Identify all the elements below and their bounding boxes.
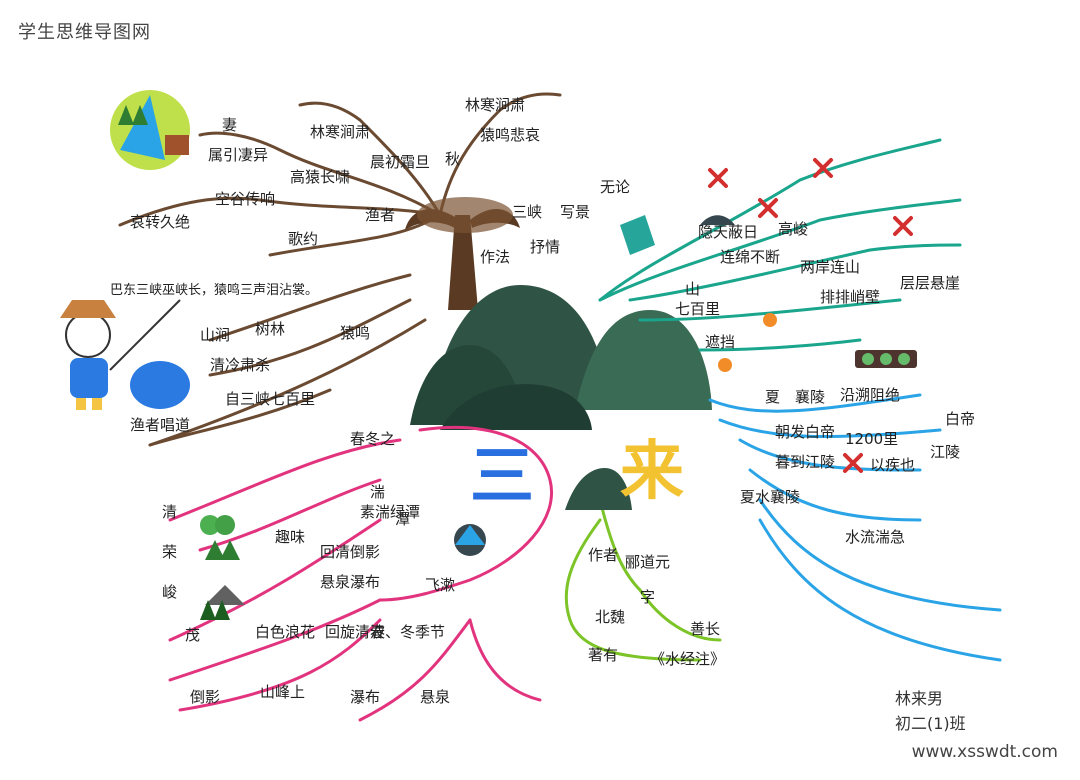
teal-label: 两岸连山 — [800, 258, 861, 276]
teal-label: 隐天蔽日 — [698, 223, 759, 241]
brown-label: 巴东三峡巫峡长，猿鸣三声泪沾裳。 — [110, 283, 319, 298]
green-branch-lines — [564, 498, 722, 662]
sun-icon — [718, 313, 777, 372]
brown-label: 晨初霜旦 — [370, 153, 431, 171]
pink-label: 瀑布 — [350, 688, 381, 706]
pink-label: 倒影 — [190, 688, 221, 706]
cross-mark-icon — [708, 158, 913, 473]
pink-label: 茂 — [185, 626, 201, 644]
blue-label: 暮到江陵 — [775, 453, 836, 471]
brown-label: 秋 — [445, 150, 461, 168]
author-class: 初二(1)班 — [895, 714, 966, 733]
brown-label: 空谷传响 — [215, 190, 276, 208]
pink-label: 山峰上 — [260, 683, 306, 701]
blue-label: 水流湍急 — [845, 528, 906, 546]
brown-label: 妻 — [222, 116, 238, 134]
forest-tile-icon — [855, 350, 917, 368]
teal-label: 三峡 — [512, 203, 543, 221]
brown-label: 猿鸣悲哀 — [480, 126, 541, 144]
author-signature: 林来男 — [895, 689, 944, 708]
pink-label: 悬泉瀑布 — [320, 573, 381, 591]
brown-label: 哀转久绝 — [130, 213, 191, 231]
brown-label: 渔者 — [365, 206, 396, 224]
small-mountain-icon — [565, 468, 632, 510]
fisherman-doodle-icon — [60, 299, 190, 410]
teal-label: 七百里 — [675, 300, 721, 318]
green-label: 著有 — [588, 646, 619, 664]
teal-label: 写景 — [560, 203, 591, 221]
mountain-icon — [410, 285, 712, 430]
green-label: 作者 — [588, 546, 619, 564]
blue-label: 沿溯阻绝 — [840, 386, 901, 404]
pink-label: 荣 — [162, 543, 178, 561]
brown-label: 林寒涧肃 — [310, 123, 371, 141]
center-title-lai: 来 — [620, 435, 684, 509]
teal-label: 作法 — [480, 248, 511, 266]
blue-label: 夏 — [765, 388, 781, 406]
brown-label: 清冷肃杀 — [210, 356, 271, 374]
green-label: 字 — [640, 588, 656, 606]
teal-label: 高峻 — [778, 220, 809, 238]
pink-label: 春冬之 — [350, 430, 396, 448]
blue-label: 以疾也 — [870, 456, 916, 474]
teal-label: 连绵不断 — [720, 248, 781, 266]
brown-label: 自三峡七百里 — [225, 390, 316, 408]
brown-label: 猿鸣 — [340, 324, 371, 342]
teal-branch-lines — [598, 138, 962, 352]
teal-label: 抒情 — [530, 238, 561, 256]
green-label: 善长 — [690, 620, 721, 638]
teal-label: 山 — [685, 280, 701, 298]
pink-label: 春、冬季节 — [370, 623, 446, 641]
blue-label: 朝发白帝 — [775, 423, 836, 441]
green-label: 郦道元 — [625, 553, 671, 571]
green-label: 北魏 — [595, 608, 626, 626]
pink-label: 回旋清波 — [325, 623, 386, 641]
forest-badge-icon — [110, 90, 190, 170]
pink-label: 潭 — [395, 510, 411, 528]
site-url: www.xsswdt.com — [911, 742, 1058, 762]
brown-label: 属引凄异 — [208, 146, 269, 164]
brown-label: 渔者唱道 — [130, 416, 191, 434]
brown-label: 山涧 — [200, 326, 231, 344]
blue-label: 白帝 — [945, 410, 976, 428]
teal-label: 层层悬崖 — [900, 274, 961, 292]
blue-label: 江陵 — [930, 443, 961, 461]
brown-label: 林寒涧肃 — [465, 96, 526, 114]
pink-label: 白色浪花 — [255, 623, 316, 641]
center-title-san: 三 — [470, 440, 534, 514]
pink-label: 悬泉 — [420, 688, 451, 706]
blue-label: 1200里 — [845, 430, 899, 448]
pink-label: 峻 — [162, 583, 178, 601]
pink-label: 回清倒影 — [320, 543, 381, 561]
brown-label: 树林 — [255, 320, 286, 338]
teal-label: 遮挡 — [705, 333, 736, 351]
blue-branch-lines — [708, 393, 1002, 662]
teal-label: 无论 — [600, 178, 631, 196]
pink-label: 飞漱 — [425, 576, 456, 594]
pink-label: 清 — [162, 503, 178, 521]
pink-label: 湍 — [370, 483, 386, 501]
pink-label: 素湍绿潭 — [360, 503, 421, 521]
blue-label: 夏水襄陵 — [740, 488, 801, 506]
pink-branch-lines — [168, 425, 553, 722]
brown-branch-lines — [118, 92, 562, 447]
tree-trunk — [405, 197, 520, 310]
blue-label: 襄陵 — [795, 388, 826, 406]
brown-label: 歌约 — [288, 230, 319, 248]
brown-label: 高猿长啸 — [290, 168, 351, 186]
waterfall-icon — [620, 215, 735, 255]
pink-branch-pictures — [200, 515, 486, 620]
pink-label: 趣味 — [275, 528, 306, 546]
green-label: 《水经注》 — [650, 650, 726, 668]
site-watermark: 学生思维导图网 — [18, 22, 151, 43]
teal-label: 排排峭壁 — [820, 288, 881, 306]
